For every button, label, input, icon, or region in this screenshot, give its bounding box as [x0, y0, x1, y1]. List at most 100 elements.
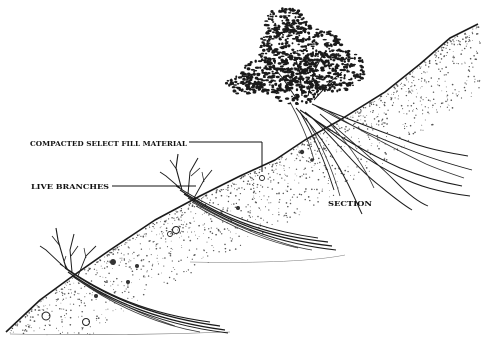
stipple-dot — [203, 257, 204, 258]
stipple-dot — [163, 235, 164, 236]
stipple-dot — [204, 250, 205, 251]
stipple-dot — [417, 68, 418, 69]
stipple-dot — [84, 269, 85, 270]
leaf-mark — [326, 81, 328, 83]
leaf-mark — [266, 92, 269, 95]
stipple-dot — [386, 159, 388, 161]
stipple-dot — [187, 257, 188, 258]
stipple-dot — [259, 196, 260, 197]
stipple-dot — [271, 166, 273, 168]
leaf-mark — [350, 78, 352, 80]
stipple-dot — [151, 269, 152, 270]
stipple-dot — [166, 220, 167, 221]
stipple-dot — [401, 88, 403, 90]
stipple-dot — [24, 330, 25, 331]
stipple-dot — [211, 227, 212, 228]
stipple-dot — [329, 190, 330, 191]
stipple-dot — [406, 77, 407, 78]
stipple-dot — [432, 105, 434, 107]
stipple-dot — [253, 185, 254, 186]
leaf-mark — [281, 36, 284, 38]
stipple-dot — [62, 326, 63, 327]
stipple-dot — [240, 193, 241, 194]
leaf-mark — [266, 33, 270, 34]
stipple-dot — [447, 42, 449, 44]
leaf-mark — [311, 86, 314, 88]
leaf-mark — [234, 78, 237, 80]
leaf-mark — [281, 69, 285, 72]
leaf-mark — [271, 28, 274, 30]
stipple-dot — [464, 48, 466, 50]
leaf-mark — [283, 16, 287, 19]
stipple-dot — [137, 235, 139, 237]
leaf-mark — [311, 45, 315, 46]
leaf-mark — [337, 53, 339, 55]
stipple-dot — [216, 191, 217, 192]
stipple-dot — [304, 169, 305, 170]
leaf-mark — [295, 30, 297, 32]
stipple-dot — [336, 123, 337, 124]
stipple-dot — [387, 132, 388, 133]
leaf-mark — [359, 77, 363, 79]
leaf-mark — [337, 74, 339, 77]
leaf-mark — [243, 73, 245, 75]
stipple-dot — [195, 235, 196, 236]
leaf-mark — [271, 18, 273, 21]
stipple-dot — [411, 93, 412, 94]
leaf-mark — [235, 75, 237, 78]
stipple-dot — [366, 115, 367, 116]
stipple-dot — [369, 139, 370, 140]
stipple-dot — [128, 292, 129, 293]
stipple-dot — [151, 254, 152, 255]
stipple-dot — [347, 130, 349, 132]
stipple-dot — [424, 61, 425, 62]
leaf-mark — [303, 28, 306, 31]
stipple-dot — [181, 245, 182, 246]
stipple-dot — [169, 214, 170, 215]
stipple-dot — [78, 282, 79, 283]
pebble — [126, 280, 130, 284]
leaf-mark — [307, 43, 310, 46]
leaf-mark — [353, 74, 356, 77]
stipple-dot — [421, 104, 422, 105]
stipple-dot — [429, 62, 431, 64]
stipple-dot — [378, 124, 379, 125]
stipple-dot — [152, 264, 153, 265]
leaf-mark — [274, 68, 277, 70]
stipple-dot — [464, 87, 466, 89]
stipple-dot — [71, 292, 72, 293]
stipple-dot — [132, 270, 134, 272]
stipple-dot — [332, 130, 333, 131]
pebble — [94, 294, 98, 298]
stipple-dot — [161, 273, 162, 274]
stipple-dot — [173, 218, 174, 219]
stipple-dot — [37, 305, 38, 306]
leaf-mark — [302, 53, 304, 55]
stipple-dot — [408, 92, 409, 93]
stipple-dot — [144, 234, 145, 235]
stipple-dot — [356, 148, 357, 149]
stipple-dot — [452, 39, 454, 41]
stipple-dot — [360, 145, 361, 146]
stipple-dot — [387, 123, 388, 124]
stipple-dot — [187, 232, 188, 233]
stipple-dot — [438, 57, 439, 58]
stipple-dot — [408, 100, 409, 101]
stipple-dot — [86, 293, 87, 294]
stipple-dot — [96, 270, 97, 271]
leaf-mark — [326, 46, 329, 48]
stipple-dot — [424, 81, 425, 82]
stipple-dot — [461, 97, 462, 98]
stipple-dot — [59, 291, 60, 292]
stipple-dot — [263, 220, 264, 221]
stipple-dot — [260, 185, 261, 186]
leaf-mark — [345, 50, 348, 53]
stipple-dot — [455, 37, 456, 38]
stipple-dot — [412, 91, 413, 92]
stipple-dot — [319, 162, 320, 163]
leaf-mark — [304, 81, 306, 83]
stipple-dot — [317, 201, 319, 203]
leaf-mark — [305, 21, 307, 23]
stipple-dot — [113, 251, 114, 252]
stipple-dot — [151, 231, 152, 232]
